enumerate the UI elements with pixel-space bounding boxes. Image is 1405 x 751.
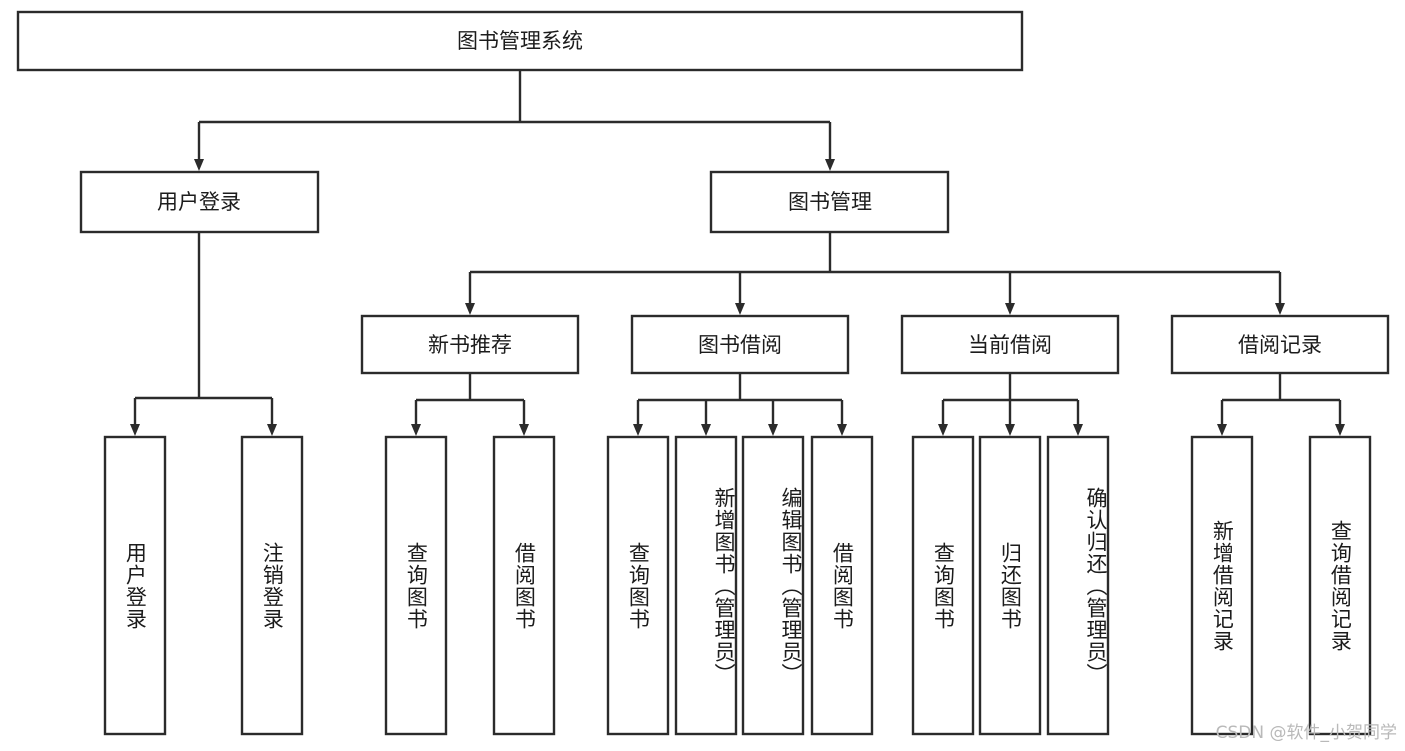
node-root-label: 图书管理系统 (457, 29, 583, 53)
node-book-borrow[interactable]: 图书借阅 (630, 314, 850, 375)
leaf-add-record-box[interactable] (1190, 435, 1254, 736)
connector-group-book-manage (465, 232, 1285, 315)
leaf-boxes (103, 435, 1372, 736)
node-borrow-record-label: 借阅记录 (1238, 333, 1322, 357)
leaf-add-book-box[interactable] (674, 435, 738, 736)
node-book-borrow-box[interactable] (630, 314, 850, 375)
leaf-query-book-2-box[interactable] (606, 435, 670, 736)
node-new-book-recommend-label: 新书推荐 (428, 333, 512, 357)
leaf-query-book-1-box[interactable] (384, 435, 448, 736)
connector-group-book-borrow (633, 373, 847, 436)
node-user-login-box[interactable] (79, 170, 320, 234)
node-book-borrow-label: 图书借阅 (698, 333, 782, 357)
node-root-box[interactable] (16, 10, 1024, 72)
leaf-borrow-book-2-box[interactable] (810, 435, 874, 736)
leaf-logout-login-box[interactable] (240, 435, 304, 736)
connector-group-user-login (130, 232, 277, 436)
node-borrow-record[interactable]: 借阅记录 (1170, 314, 1390, 375)
leaf-return-book-box[interactable] (978, 435, 1042, 736)
leaf-borrow-book-1-box[interactable] (492, 435, 556, 736)
node-book-manage-label: 图书管理 (788, 190, 872, 214)
connector-group-current-borrow (938, 373, 1083, 436)
node-book-manage[interactable]: 图书管理 (709, 170, 950, 234)
node-book-manage-box[interactable] (709, 170, 950, 234)
leaf-query-book-3-box[interactable] (911, 435, 975, 736)
node-new-book-recommend[interactable]: 新书推荐 (360, 314, 580, 375)
leaf-query-record-box[interactable] (1308, 435, 1372, 736)
node-current-borrow-label: 当前借阅 (968, 333, 1052, 357)
node-user-login-label: 用户登录 (157, 190, 241, 214)
connector-group-borrow-record (1217, 373, 1345, 436)
node-current-borrow[interactable]: 当前借阅 (900, 314, 1120, 375)
node-new-book-recommend-box[interactable] (360, 314, 580, 375)
leaf-edit-book-box[interactable] (741, 435, 805, 736)
node-user-login[interactable]: 用户登录 (79, 170, 320, 234)
node-root[interactable]: 图书管理系统 (16, 10, 1024, 72)
connector-group-new-book-recommend (411, 373, 529, 436)
node-current-borrow-box[interactable] (900, 314, 1120, 375)
node-borrow-record-box[interactable] (1170, 314, 1390, 375)
leaf-user-login-box[interactable] (103, 435, 167, 736)
leaf-confirm-return-box[interactable] (1046, 435, 1110, 736)
connector-group-root (194, 70, 835, 171)
